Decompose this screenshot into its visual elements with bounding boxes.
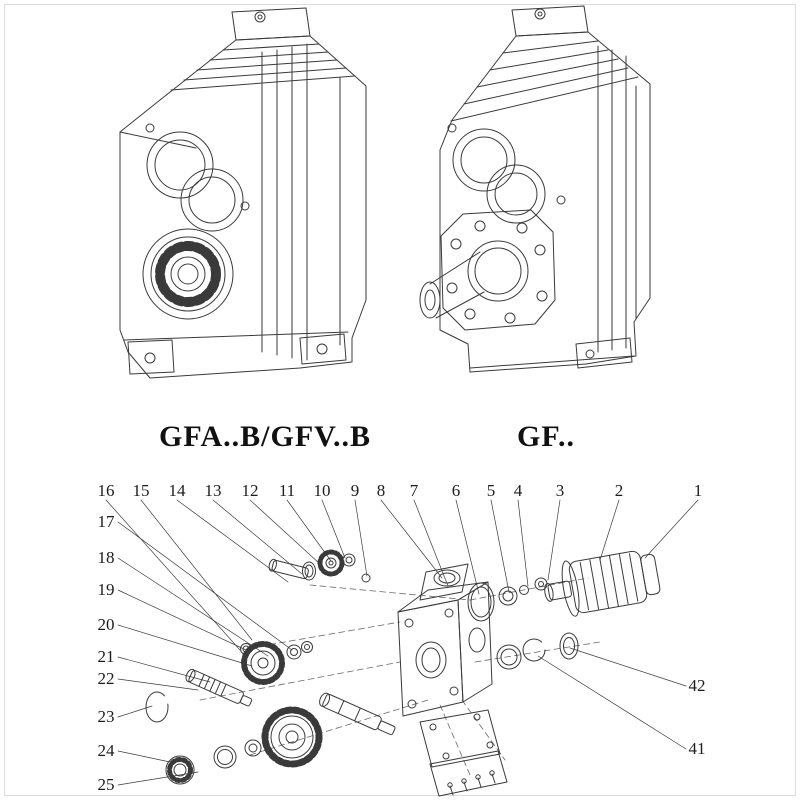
part-number-label: 23 (97, 707, 115, 726)
cover-plates-bolts (419, 709, 508, 797)
part-number-label: 41 (688, 739, 706, 758)
caption-right-model: GF.. (517, 420, 575, 453)
part-number-label: 7 (409, 481, 419, 500)
part-number-label: 14 (168, 481, 186, 500)
part-number-label: 3 (555, 481, 565, 500)
gearbox-iso-left (119, 7, 367, 379)
part-number-label: 5 (486, 481, 496, 500)
intermediate-gear-cluster (240, 641, 313, 685)
part-number-label: 24 (97, 741, 115, 760)
input-ring-gasket (467, 582, 518, 622)
assembly-axis-lines (199, 577, 601, 776)
part-number-label: 11 (278, 481, 296, 500)
part-number-label: 19 (97, 580, 115, 599)
part-number-label: 22 (97, 669, 115, 688)
exploded-view (105, 499, 699, 797)
part-number-label: 20 (97, 615, 115, 634)
part-number-label: 21 (97, 647, 115, 666)
gear-housing (397, 563, 493, 717)
part-number-label: 9 (350, 481, 360, 500)
part-number-label: 42 (688, 676, 706, 695)
motor-assembly (544, 550, 661, 617)
part-number-label: 10 (313, 481, 331, 500)
part-number-label: 1 (693, 481, 703, 500)
part-number-label: 12 (241, 481, 259, 500)
output-rings (496, 632, 579, 670)
bearing-set (165, 739, 262, 785)
part-number-label: 8 (376, 481, 386, 500)
part-number-label: 17 (97, 512, 115, 531)
coupling-parts (361, 573, 548, 595)
gearbox-iso-right (419, 5, 651, 373)
caption-left-model: GFA..B/GFV..B (159, 420, 371, 453)
part-number-label: 16 (97, 481, 115, 500)
leader-lines (105, 499, 699, 786)
retaining-ring (145, 691, 169, 723)
part-number-label: 25 (97, 775, 115, 794)
part-number-label: 6 (451, 481, 461, 500)
part-number-label: 15 (132, 481, 150, 500)
part-number-label: 2 (614, 481, 624, 500)
input-pinion-shaft (185, 668, 253, 707)
part-number-label: 4 (513, 481, 523, 500)
part-number-label: 13 (204, 481, 222, 500)
output-gear-shaft (261, 692, 396, 768)
upper-gear-stack (268, 549, 356, 581)
part-number-label: 18 (97, 548, 115, 567)
